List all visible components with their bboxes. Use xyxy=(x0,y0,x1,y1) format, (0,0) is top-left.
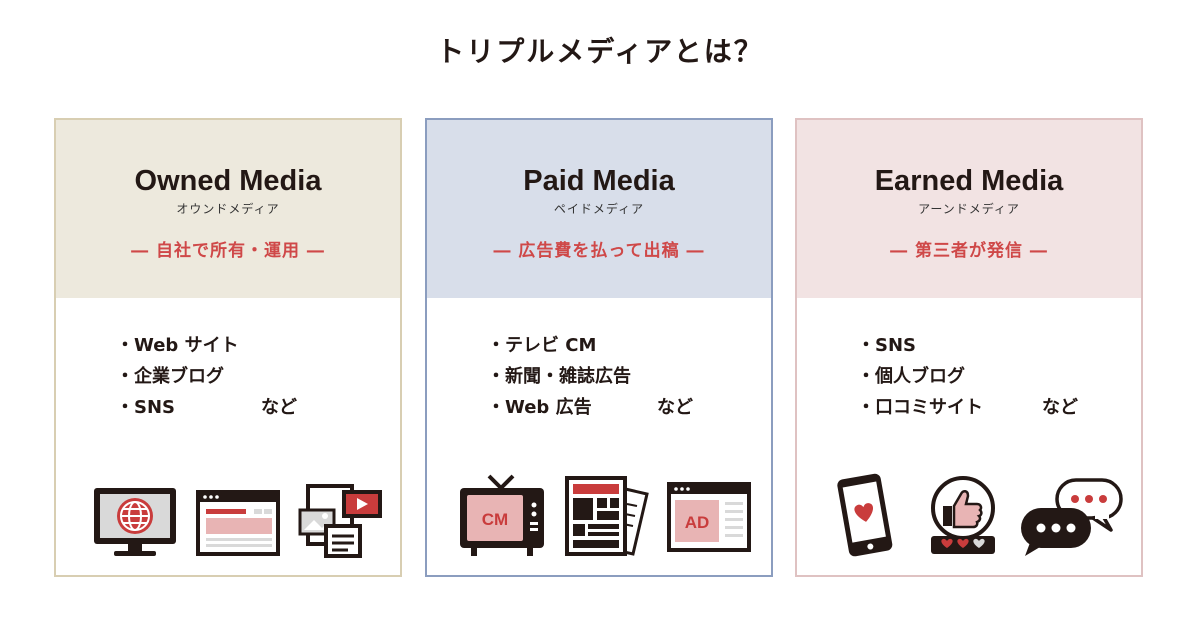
owned-media-title: Owned Media xyxy=(134,165,322,197)
owned-media-reading: オウンドメディア xyxy=(176,202,280,216)
list-item: ・個人ブログ xyxy=(857,366,965,387)
tv-icon: CM xyxy=(460,474,544,556)
list-item: ・Web サイト xyxy=(116,335,239,356)
earned-media-list: ・SNS ・個人ブログ ・口コミサイトなど xyxy=(857,330,1078,423)
owned-media-tagline: ― 自社で所有・運用 ― xyxy=(131,241,325,261)
smartphone-heart-icon xyxy=(837,473,893,557)
etc-label: など xyxy=(657,397,693,418)
media-documents-icon xyxy=(298,484,382,558)
paid-media-reading: ペイドメディア xyxy=(553,202,645,216)
list-item: ・口コミサイトなど xyxy=(857,392,1078,423)
page-title: トリプルメディアとは？ xyxy=(436,35,764,68)
owned-media-card: Owned Media オウンドメディア ― 自社で所有・運用 ― ・Web サ… xyxy=(54,118,402,577)
paid-media-header: Paid Media ペイドメディア ― 広告費を払って出稿 ― xyxy=(427,120,771,298)
list-item: ・テレビ CM xyxy=(487,335,597,356)
owned-media-icons xyxy=(56,480,400,560)
etc-label: など xyxy=(1042,397,1078,418)
earned-media-title: Earned Media xyxy=(874,165,1064,197)
list-item: ・企業ブログ xyxy=(116,366,224,387)
tv-cm-label: CM xyxy=(482,510,508,529)
thumbs-up-icon xyxy=(931,476,995,554)
newspaper-icon xyxy=(565,476,649,556)
globe-monitor-icon xyxy=(94,488,176,556)
paid-media-title: Paid Media xyxy=(523,165,675,197)
etc-label: など xyxy=(261,397,297,418)
web-ad-label: AD xyxy=(685,513,710,532)
paid-media-tagline: ― 広告費を払って出稿 ― xyxy=(493,241,705,261)
list-item: ・Web 広告など xyxy=(487,392,693,423)
paid-media-list: ・テレビ CM ・新聞・雑誌広告 ・Web 広告など xyxy=(487,330,693,423)
earned-media-tagline: ― 第三者が発信 ― xyxy=(890,241,1048,261)
list-item: ・SNS xyxy=(857,335,916,356)
owned-media-header: Owned Media オウンドメディア ― 自社で所有・運用 ― xyxy=(56,120,400,298)
earned-media-reading: アーンドメディア xyxy=(918,202,1020,216)
earned-media-icons xyxy=(797,473,1141,560)
web-ad-icon: AD xyxy=(667,482,751,552)
paid-media-icons: CM xyxy=(427,474,771,560)
earned-media-card: Earned Media アーンドメディア ― 第三者が発信 ― ・SNS ・個… xyxy=(795,118,1143,577)
earned-media-header: Earned Media アーンドメディア ― 第三者が発信 ― xyxy=(797,120,1141,298)
website-browser-icon xyxy=(196,490,280,556)
list-item: ・新聞・雑誌広告 xyxy=(487,366,631,387)
paid-media-card: Paid Media ペイドメディア ― 広告費を払って出稿 ― ・テレビ CM… xyxy=(425,118,773,577)
chat-bubbles-icon xyxy=(1021,478,1123,556)
